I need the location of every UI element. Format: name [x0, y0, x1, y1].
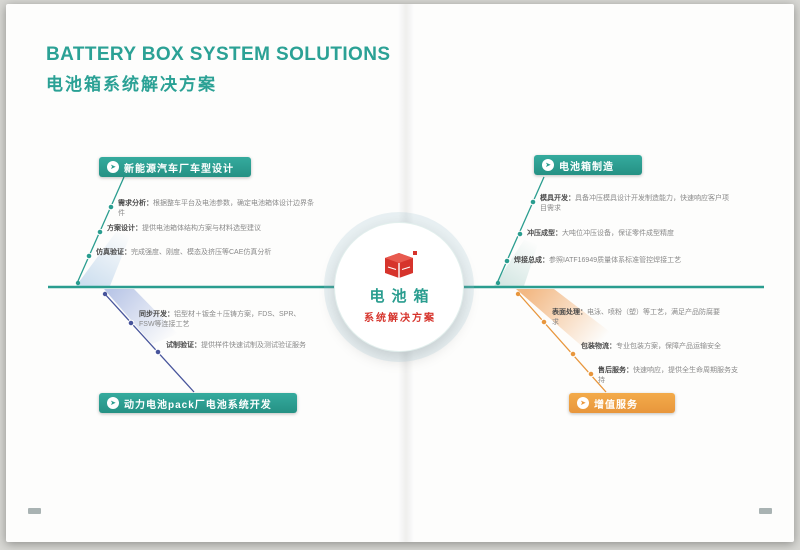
- note-desc: 大吨位冲压设备，保证零件成型精度: [562, 230, 674, 237]
- milestone-dots: [75, 198, 595, 378]
- arrow-circle-icon: ➤: [107, 161, 119, 173]
- branch-label-top-right: ➤ 电池箱制造: [534, 155, 642, 175]
- note-desc: 根据整车平台及电池参数，确定电池箱体设计边界条件: [118, 200, 314, 218]
- note-bottom-right-2: 包装物流：专业包装方案，保障产品运输安全: [581, 342, 731, 352]
- center-subtitle: 系统解决方案: [364, 313, 436, 324]
- note-title: 同步开发：: [139, 311, 174, 318]
- branch-label-text: 增值服务: [594, 399, 638, 411]
- band-bottom-left: [104, 289, 178, 344]
- brand-logo-icon: [385, 251, 417, 278]
- page-marker-left: [28, 508, 41, 514]
- note-desc: 具备冲压模具设计开发制造能力，快速响应客户项目需求: [540, 195, 729, 213]
- note-title: 表面处理：: [552, 309, 587, 316]
- page-title-en: BATTERY BOX SYSTEM SOLUTIONS: [46, 44, 391, 65]
- note-title: 冲压成型：: [527, 230, 562, 237]
- branch-label-text: 电池箱制造: [559, 161, 614, 173]
- note-desc: 参照IATF16949质量体系标准管控焊接工艺: [549, 257, 682, 264]
- note-title: 方案设计：: [107, 225, 142, 232]
- note-desc: 快速响应，提供全生命周期服务支持: [598, 367, 738, 385]
- note-title: 包装物流：: [581, 343, 616, 350]
- note-desc: 提供电池箱体结构方案与材料选型建议: [142, 225, 261, 232]
- branch-label-text: 动力电池pack厂电池系统开发: [124, 399, 272, 411]
- branch-label-text: 新能源汽车厂车型设计: [124, 163, 234, 175]
- branch-label-bottom-right: ➤ 增值服务: [569, 393, 675, 413]
- band-top-left: [76, 232, 130, 286]
- note-top-left-3: 仿真验证：完成强度、刚度、模态及挤压等CAE仿真分析: [96, 248, 286, 258]
- note-top-left-1: 需求分析：根据整车平台及电池参数，确定电池箱体设计边界条件: [118, 199, 318, 219]
- note-top-right-1: 模具开发：具备冲压模具设计开发制造能力，快速响应客户项目需求: [540, 194, 730, 214]
- note-desc: 提供样件快速试制及测试验证服务: [201, 342, 306, 349]
- arrow-circle-icon: ➤: [577, 397, 589, 409]
- note-desc: 完成强度、刚度、模态及挤压等CAE仿真分析: [131, 249, 272, 256]
- note-bottom-right-3: 售后服务：快速响应，提供全生命周期服务支持: [598, 366, 743, 386]
- note-desc: 专业包装方案，保障产品运输安全: [616, 343, 721, 350]
- note-bottom-left-1: 同步开发：铝型材＋钣金＋压铸方案，FDS、SPR、FSW等连接工艺: [139, 310, 309, 330]
- center-badge: 电池箱 系统解决方案: [334, 222, 464, 352]
- branch-line-bottom-left: [103, 292, 195, 393]
- note-top-right-2: 冲压成型：大吨位冲压设备，保证零件成型精度: [527, 229, 712, 239]
- branch-label-top-left: ➤ 新能源汽车厂车型设计: [99, 157, 251, 177]
- note-top-left-2: 方案设计：提供电池箱体结构方案与材料选型建议: [107, 224, 272, 234]
- note-title: 焊接总成：: [514, 257, 549, 264]
- note-title: 仿真验证：: [96, 249, 131, 256]
- band-bottom-right: [516, 289, 618, 348]
- note-title: 售后服务：: [598, 367, 633, 374]
- note-desc: 电泳、喷粉（塑）等工艺，满足产品防腐要求: [552, 309, 720, 327]
- note-title: 需求分析：: [118, 200, 153, 207]
- note-bottom-right-1: 表面处理：电泳、喷粉（塑）等工艺，满足产品防腐要求: [552, 308, 722, 328]
- page-marker-right: [759, 508, 772, 514]
- brochure-page: BATTERY BOX SYSTEM SOLUTIONS 电池箱系统解决方案: [6, 4, 794, 542]
- center-title: 电池箱: [369, 288, 436, 305]
- note-top-right-3: 焊接总成：参照IATF16949质量体系标准管控焊接工艺: [514, 256, 714, 266]
- band-top-right: [494, 240, 538, 286]
- note-desc: 铝型材＋钣金＋压铸方案，FDS、SPR、FSW等连接工艺: [139, 311, 301, 329]
- fishbone-diagram: [48, 176, 764, 393]
- arrow-circle-icon: ➤: [542, 159, 554, 171]
- note-title: 模具开发：: [540, 195, 575, 202]
- note-bottom-left-2: 试制验证：提供样件快速试制及测试验证服务: [166, 341, 316, 351]
- branch-label-bottom-left: ➤ 动力电池pack厂电池系统开发: [99, 393, 297, 413]
- page-title-zh: 电池箱系统解决方案: [46, 75, 217, 94]
- note-title: 试制验证：: [166, 342, 201, 349]
- arrow-circle-icon: ➤: [107, 397, 119, 409]
